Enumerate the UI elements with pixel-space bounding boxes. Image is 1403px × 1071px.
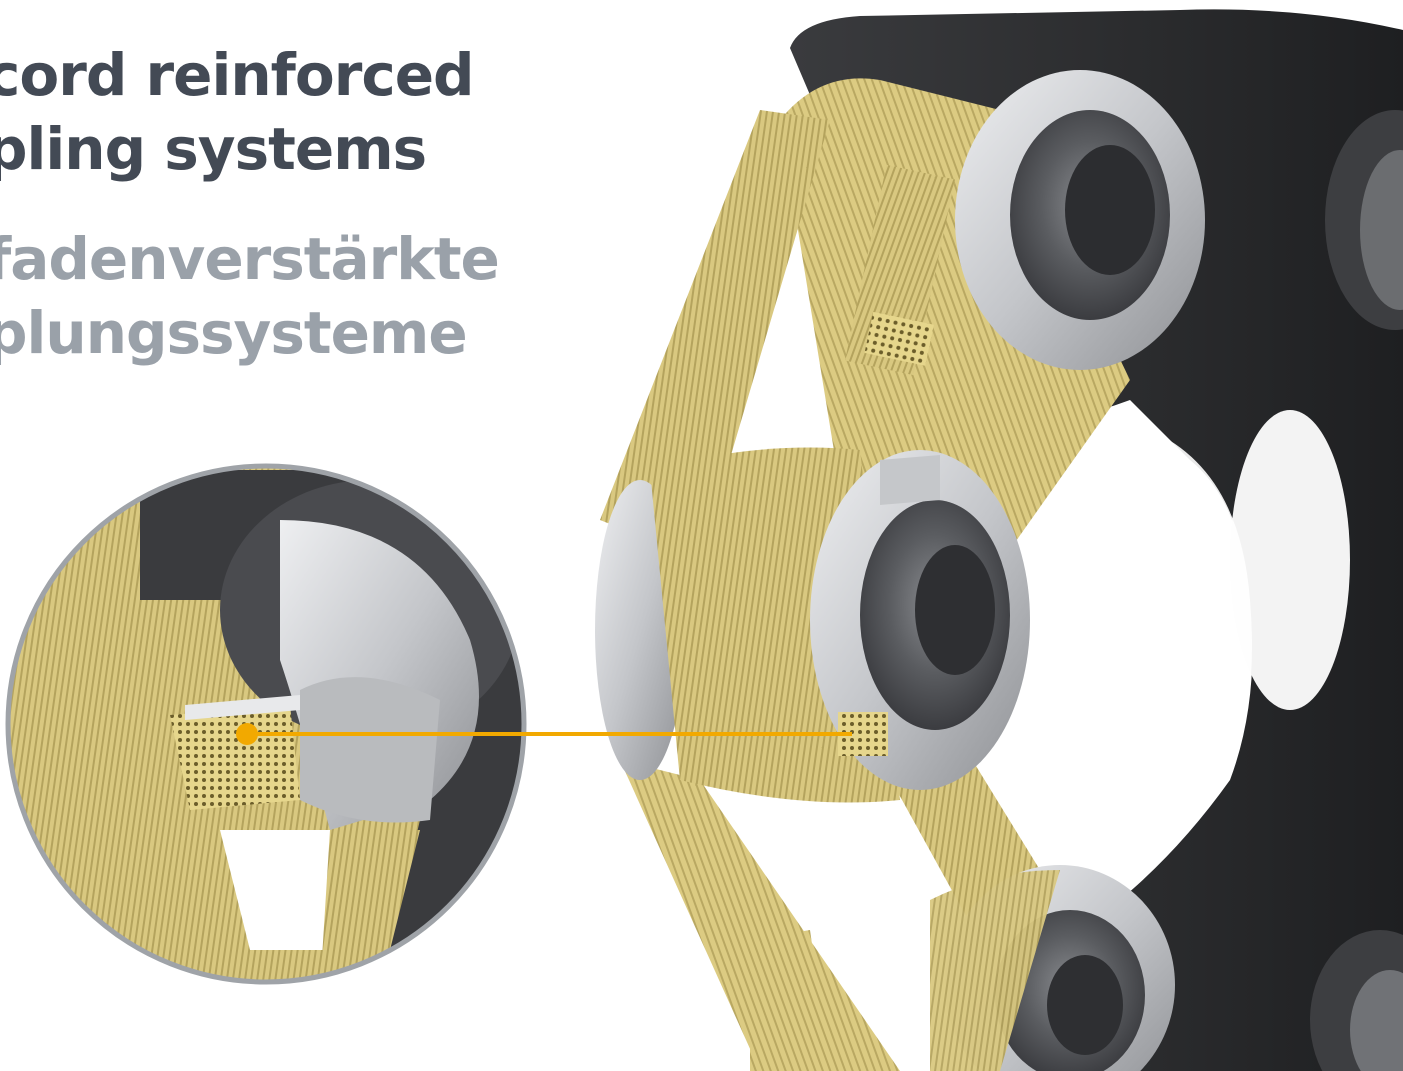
headline-german-line-2: plungssysteme bbox=[0, 299, 468, 367]
upper-bushing bbox=[955, 70, 1205, 370]
headline-english-line-1: cord reinforced bbox=[0, 41, 475, 109]
callout-line bbox=[236, 723, 852, 745]
headline-english: cord reinforced pling systems bbox=[0, 38, 475, 186]
lower-bushing bbox=[930, 865, 1175, 1071]
magnifier-callout bbox=[5, 463, 527, 985]
headline-german-line-1: fadenverstärkte bbox=[0, 225, 500, 293]
middle-bushing bbox=[595, 447, 1030, 803]
headline-english-line-2: pling systems bbox=[0, 115, 427, 183]
headline-german: fadenverstärkte plungssysteme bbox=[0, 222, 500, 370]
